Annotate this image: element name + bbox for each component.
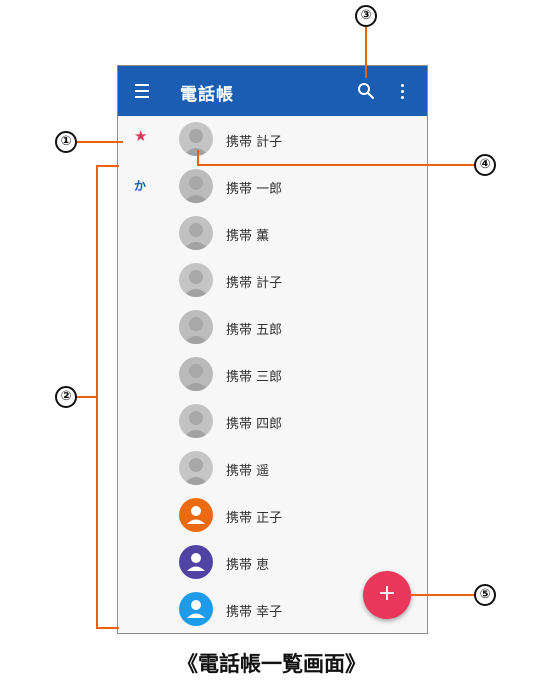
contact-name: 携帯 遥 bbox=[226, 464, 270, 479]
callout-1-line bbox=[76, 141, 123, 143]
avatar[interactable] bbox=[179, 216, 213, 250]
menu-icon bbox=[135, 84, 149, 86]
person-icon bbox=[187, 506, 205, 524]
callout-3-line bbox=[365, 27, 367, 78]
menu-button[interactable] bbox=[132, 81, 152, 101]
contact-name: 携帯 一郎 bbox=[226, 182, 283, 197]
contact-name: 携帯 五郎 bbox=[226, 323, 283, 338]
contact-row[interactable]: ★ 携帯 計子 bbox=[118, 116, 427, 163]
photo-silhouette-icon bbox=[183, 176, 209, 203]
app-title: 電話帳 bbox=[180, 85, 234, 105]
avatar[interactable] bbox=[179, 592, 213, 626]
avatar[interactable] bbox=[179, 357, 213, 391]
contact-row[interactable]: 携帯 三郎 bbox=[118, 351, 427, 398]
add-contact-button[interactable]: + bbox=[363, 571, 411, 619]
photo-silhouette-icon bbox=[183, 223, 209, 250]
avatar[interactable] bbox=[179, 310, 213, 344]
avatar[interactable] bbox=[179, 545, 213, 579]
phone-screen: 電話帳 ★携帯 計子か携帯 一郎携帯 薫携帯 計子携帯 五郎携帯 三郎携帯 四郎… bbox=[117, 65, 428, 634]
callout-2-bracket-vertical bbox=[96, 165, 98, 629]
contact-row[interactable]: 携帯 遥 bbox=[118, 445, 427, 492]
contact-row[interactable]: 携帯 恵 bbox=[118, 539, 427, 586]
contact-name: 携帯 幸子 bbox=[226, 605, 283, 620]
contact-row[interactable]: 携帯 薫 bbox=[118, 210, 427, 257]
avatar[interactable] bbox=[179, 122, 213, 156]
search-icon bbox=[358, 83, 375, 100]
callout-4-line-down bbox=[197, 150, 199, 166]
contact-row[interactable]: 携帯 五郎 bbox=[118, 304, 427, 351]
contact-name: 携帯 薫 bbox=[226, 229, 270, 244]
contact-row[interactable]: 携帯 幸子 bbox=[118, 586, 427, 633]
figure-caption: 《電話帳一覧画面》 bbox=[177, 652, 366, 676]
callout-5: ⑤ bbox=[474, 584, 496, 606]
person-icon bbox=[187, 600, 205, 618]
photo-silhouette-icon bbox=[183, 270, 209, 297]
add-icon: + bbox=[377, 581, 397, 606]
contact-row[interactable]: 携帯 計子 bbox=[118, 257, 427, 304]
contact-name: 携帯 恵 bbox=[226, 558, 270, 573]
app-bar: 電話帳 bbox=[118, 66, 427, 116]
search-button[interactable] bbox=[354, 79, 378, 103]
contact-name: 携帯 三郎 bbox=[226, 370, 283, 385]
contact-name: 携帯 計子 bbox=[226, 135, 283, 150]
avatar[interactable] bbox=[179, 263, 213, 297]
callout-2-line bbox=[75, 396, 97, 398]
contact-row[interactable]: 携帯 正子 bbox=[118, 492, 427, 539]
avatar[interactable] bbox=[179, 169, 213, 203]
index-label: か bbox=[134, 179, 147, 193]
contact-name: 携帯 計子 bbox=[226, 276, 283, 291]
photo-silhouette-icon bbox=[183, 458, 209, 485]
person-icon bbox=[187, 553, 205, 571]
contact-list[interactable]: ★携帯 計子か携帯 一郎携帯 薫携帯 計子携帯 五郎携帯 三郎携帯 四郎携帯 遥… bbox=[118, 116, 427, 633]
photo-silhouette-icon bbox=[183, 364, 209, 391]
callout-2-bracket-top bbox=[96, 165, 119, 167]
contact-name: 携帯 四郎 bbox=[226, 417, 283, 432]
photo-silhouette-icon bbox=[183, 129, 209, 156]
avatar[interactable] bbox=[179, 404, 213, 438]
favorite-star-icon: ★ bbox=[134, 127, 148, 145]
more-options-button[interactable] bbox=[396, 80, 408, 102]
photo-silhouette-icon bbox=[183, 411, 209, 438]
callout-2: ② bbox=[55, 386, 77, 408]
callout-4: ④ bbox=[474, 154, 496, 176]
contact-name: 携帯 正子 bbox=[226, 511, 283, 526]
contact-row[interactable]: 携帯 四郎 bbox=[118, 398, 427, 445]
avatar[interactable] bbox=[179, 498, 213, 532]
more-vert-icon bbox=[400, 83, 404, 87]
contact-row[interactable]: か 携帯 一郎 bbox=[118, 163, 427, 210]
callout-5-line bbox=[410, 594, 476, 596]
callout-1: ① bbox=[55, 131, 77, 153]
callout-2-bracket-bottom bbox=[96, 627, 119, 629]
avatar[interactable] bbox=[179, 451, 213, 485]
photo-silhouette-icon bbox=[183, 317, 209, 344]
callout-4-line bbox=[197, 164, 476, 166]
callout-3: ③ bbox=[355, 5, 377, 27]
